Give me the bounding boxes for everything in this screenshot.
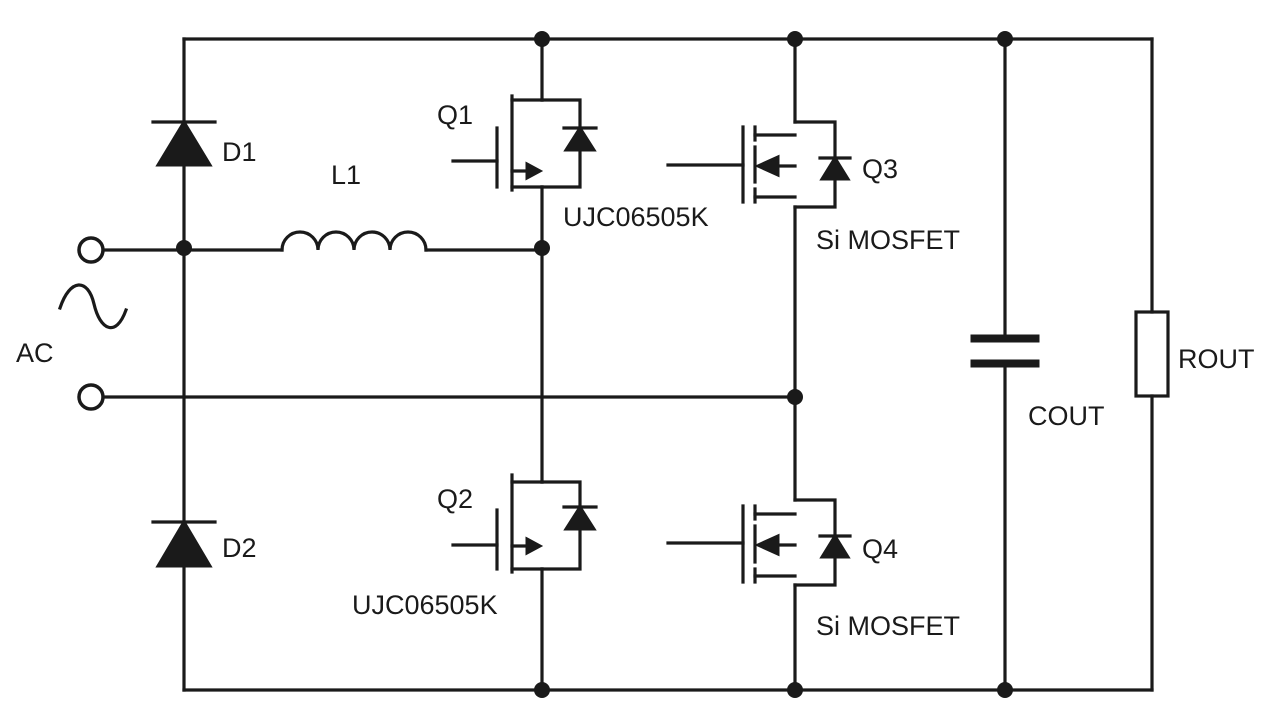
label-rout: ROUT [1178, 344, 1255, 374]
transistor-q1 [451, 94, 598, 192]
sine-wave-icon [57, 283, 129, 330]
transistor-q2 [451, 473, 598, 574]
label-q2: Q2 [437, 484, 473, 514]
label-q3: Q3 [862, 154, 898, 184]
label-d1: D1 [222, 137, 257, 167]
transistor-q3 [666, 120, 852, 209]
diode-d2 [151, 519, 217, 568]
label-q4: Q4 [862, 534, 898, 564]
label-q3-type: Si MOSFET [816, 225, 960, 255]
label-q1-part: UJC06505K [563, 202, 709, 232]
ac-terminal-top [77, 236, 105, 264]
label-l1: L1 [331, 160, 361, 190]
label-q2-part: UJC06505K [352, 590, 498, 620]
capacitor-cout [970, 37, 1040, 692]
transistor-q4 [666, 498, 852, 587]
junction-dots [176, 31, 1013, 698]
ac-source [57, 236, 797, 411]
label-q4-type: Si MOSFET [816, 611, 960, 641]
label-cout: COUT [1028, 401, 1105, 431]
resistor-rout [1134, 37, 1170, 692]
label-q1: Q1 [437, 100, 473, 130]
label-ac: AC [16, 338, 54, 368]
diode-d1 [151, 119, 217, 167]
ac-terminal-bottom [77, 383, 105, 411]
inductor-l1 [182, 230, 544, 252]
label-d2: D2 [222, 533, 257, 563]
